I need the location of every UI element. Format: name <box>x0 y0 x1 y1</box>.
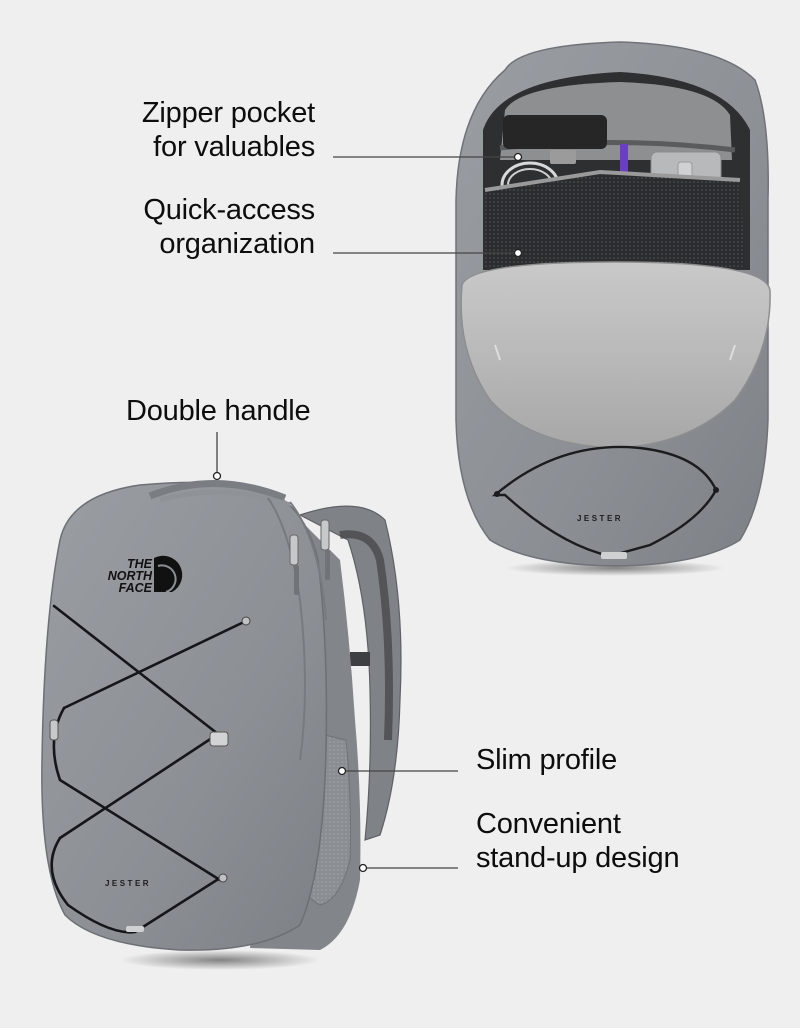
callout-quick-access-line <box>333 248 523 258</box>
callout-quick-access-label: Quick-access organization <box>143 194 315 260</box>
svg-text:NORTH: NORTH <box>108 569 153 583</box>
callout-zipper-pocket-line <box>333 152 523 162</box>
svg-text:FACE: FACE <box>119 581 153 595</box>
callout-zipper-pocket-label: Zipper pocket for valuables <box>141 97 315 163</box>
callout-double-handle-label: Double handle <box>126 395 311 427</box>
callout-stand-up-line <box>358 863 458 873</box>
closed-backpack: THE NORTH FACE JESTER <box>41 480 402 970</box>
open-backpack: JESTER <box>455 41 771 576</box>
svg-text:JESTER: JESTER <box>105 879 151 888</box>
svg-text:THE: THE <box>127 557 153 571</box>
callout-double-handle-line <box>212 432 222 481</box>
brand-logo: THE NORTH FACE <box>108 555 183 595</box>
callout-slim-profile-line <box>337 766 458 776</box>
callout-slim-profile-label: Slim profile <box>476 744 618 776</box>
svg-text:JESTER: JESTER <box>577 514 623 523</box>
callout-stand-up-label: Convenient stand-up design <box>476 808 680 874</box>
bungee-cord <box>50 604 248 934</box>
